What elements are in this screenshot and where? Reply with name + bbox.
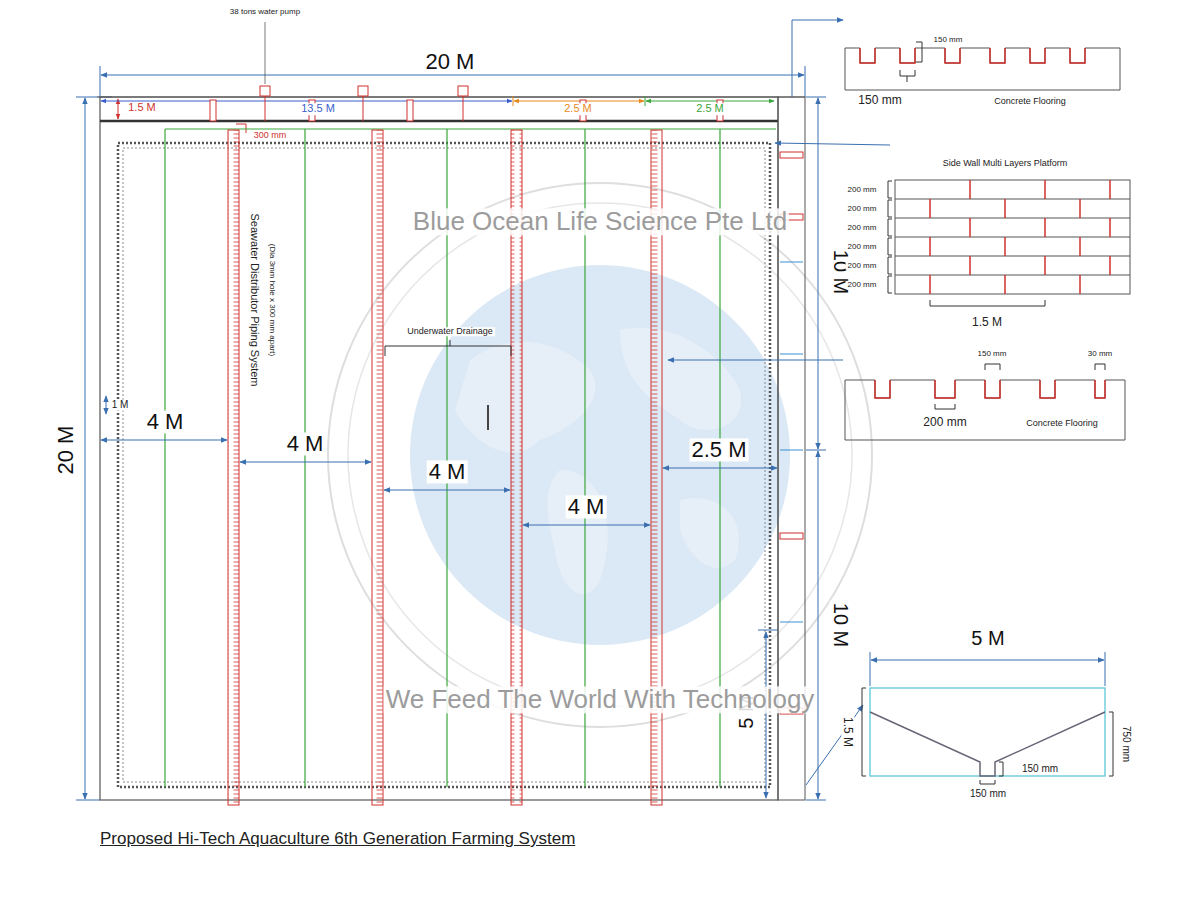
pump-label: 38 tons water pump bbox=[228, 8, 302, 16]
watermark-globe bbox=[328, 183, 872, 727]
sub-dimension bbox=[101, 96, 774, 133]
dimension-label: 2.5 M bbox=[562, 103, 594, 115]
dimension-label: 4 M bbox=[566, 495, 607, 518]
watermark-text: We Feed The World With Technology bbox=[384, 686, 817, 713]
dimension-label: 200 mm bbox=[846, 205, 879, 213]
dimension-label: 4 M bbox=[145, 410, 186, 433]
dimension-label: 20 M bbox=[424, 50, 477, 73]
detail-leader bbox=[668, 20, 890, 785]
pipe-note: (Dia 3mm hole x 300 mm apart) bbox=[268, 242, 276, 358]
dimension-label: 300 mm bbox=[252, 131, 289, 140]
dimension-label: 200 mm bbox=[846, 281, 879, 289]
dimension-label: 30 mm bbox=[1086, 350, 1114, 358]
dimension-label: 2.5 M bbox=[694, 103, 726, 115]
platform-detail bbox=[888, 180, 1130, 306]
dimension-label: 200 mm bbox=[921, 416, 968, 429]
detail-label: Concrete Flooring bbox=[1024, 419, 1100, 428]
dimension-label: 13.5 M bbox=[299, 103, 337, 115]
dimension-label: 1.5 M bbox=[842, 715, 855, 749]
dimension-label: 150 mm bbox=[976, 350, 1009, 358]
drain-mark bbox=[487, 405, 489, 430]
dimension-label: 200 mm bbox=[846, 224, 879, 232]
detail-label: Concrete Flooring bbox=[992, 97, 1068, 106]
detail-label: Side Wall Multi Layers Platform bbox=[941, 159, 1070, 168]
drainage-bracket bbox=[385, 340, 511, 356]
dimension-label: 1.5 M bbox=[970, 316, 1004, 329]
dimension-label: 4 M bbox=[427, 460, 468, 483]
dimension-label: 1.5 M bbox=[126, 102, 158, 114]
dimension-label: 750 mm bbox=[1121, 724, 1132, 764]
drainage-label: Underwater Drainage bbox=[405, 327, 495, 336]
dimension-label: 1 M bbox=[110, 400, 131, 411]
flooring-detail bbox=[845, 42, 1120, 90]
watermark-text: Blue Ocean Life Science Pte Ltd bbox=[411, 208, 789, 235]
dimension-line bbox=[101, 396, 778, 798]
figure-caption: Proposed Hi-Tech Aquaculture 6th Generat… bbox=[98, 830, 577, 848]
dimension-label: 150 mm bbox=[1020, 764, 1060, 775]
flooring-detail bbox=[845, 364, 1125, 440]
dimension-label: 4 M bbox=[285, 432, 326, 455]
dimension-label: 2.5 M bbox=[689, 438, 748, 461]
section-detail bbox=[862, 652, 1113, 784]
dimension-label: 150 mm bbox=[856, 94, 903, 107]
dimension-label: 150 mm bbox=[932, 36, 965, 44]
pipe-label: Seawater Distributor Piping System bbox=[248, 211, 260, 388]
dimension-label: 150 mm bbox=[968, 789, 1008, 800]
dimension-label: 200 mm bbox=[846, 186, 879, 194]
dimension-label: 20 M bbox=[54, 424, 77, 477]
dimension-label: 200 mm bbox=[846, 262, 879, 270]
dimension-label: 10 M bbox=[830, 601, 851, 649]
dimension-label: 5 M bbox=[969, 628, 1006, 649]
pump-pipe bbox=[210, 22, 723, 121]
dimension-label: 200 mm bbox=[846, 243, 879, 251]
